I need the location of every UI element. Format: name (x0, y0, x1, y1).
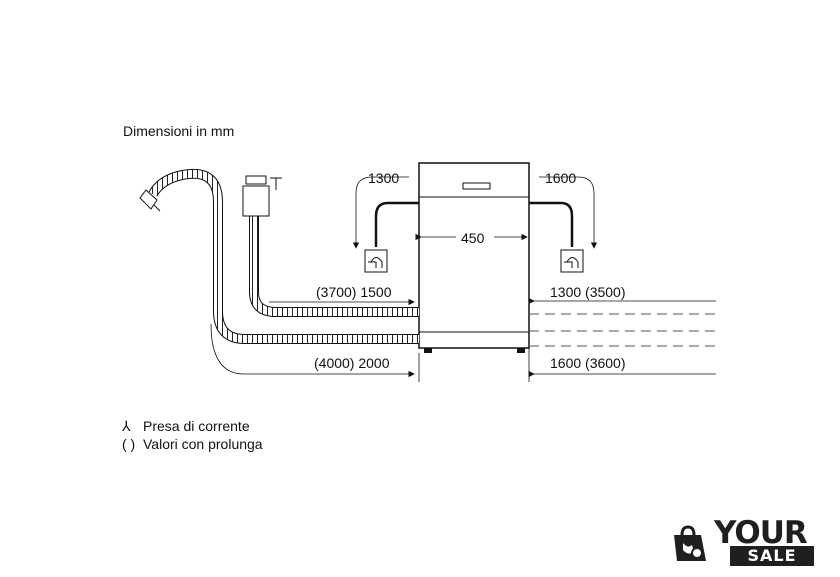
legend-socket-text: Presa di corrente (143, 418, 250, 434)
diagram-caption: Dimensioni in mm (123, 123, 234, 139)
dimension-label-right-upper: 1300 (3500) (550, 284, 626, 300)
yoursale-watermark: YOUR SALE (662, 515, 814, 567)
dimension-label-450: 450 (461, 230, 485, 246)
aquastop-valve (242, 175, 282, 217)
dimension-label-1300: 1300 (368, 170, 399, 186)
socket-symbol-icon: ⅄ (121, 418, 131, 434)
dishwasher-appliance (418, 162, 530, 353)
right-power-cable (529, 176, 598, 249)
left-dimension-lines (210, 298, 420, 382)
shopping-bag-icon (674, 525, 706, 561)
right-dimension-lines (528, 293, 716, 382)
right-socket-box (560, 249, 584, 273)
dimension-label-left-lower: (4000) 2000 (314, 355, 390, 371)
parentheses-symbol: ( ) (122, 436, 135, 452)
water-hoses (139, 168, 419, 344)
left-socket-box (364, 249, 388, 273)
legend: ⅄ Presa di corrente ( ) Valori con prolu… (121, 418, 263, 452)
legend-parentheses-text: Valori con prolunga (143, 436, 263, 452)
left-power-cable (352, 176, 419, 249)
dimension-label-left-upper: (3700) 1500 (316, 284, 392, 300)
dimension-label-1600: 1600 (545, 170, 576, 186)
watermark-your-text: YOUR (714, 515, 808, 551)
watermark-sale-text: SALE (730, 546, 814, 566)
dimension-label-right-lower: 1600 (3600) (550, 355, 626, 371)
